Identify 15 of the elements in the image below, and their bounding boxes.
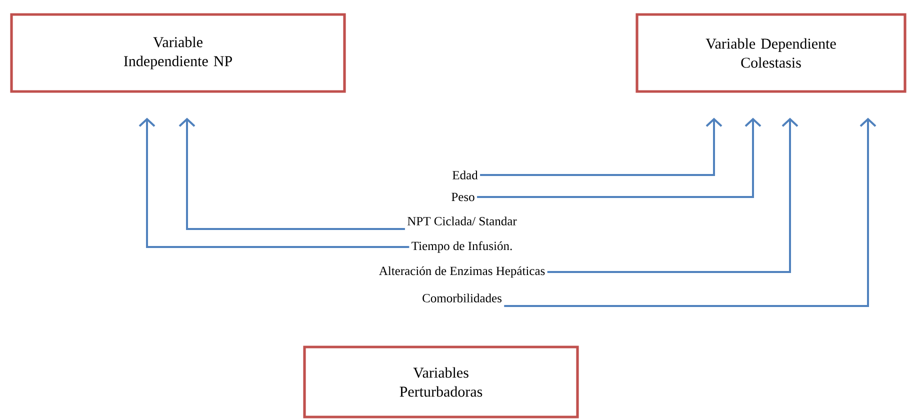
- variable-box: Variable Dependiente Colestasis: [636, 13, 906, 93]
- arrow: [178, 118, 405, 230]
- factor-label: Edad: [452, 170, 478, 180]
- factor-label: Peso: [452, 192, 474, 202]
- factor-label: Comorbilidades: [422, 294, 502, 302]
- variable-box: Variable Independiente NP: [10, 13, 346, 93]
- arrow: [477, 118, 762, 198]
- arrow: [480, 118, 722, 176]
- arrow: [138, 118, 410, 248]
- factor-label: Tiempo de Infusión.: [412, 241, 512, 253]
- arrow: [547, 118, 798, 273]
- factor-label: Alteración de Enzimas Hepáticas: [379, 266, 545, 278]
- variable-box: Variables Perturbadoras: [303, 346, 579, 418]
- factor-label: NPT Ciclada/ Standar: [408, 216, 517, 226]
- arrow: [504, 118, 876, 307]
